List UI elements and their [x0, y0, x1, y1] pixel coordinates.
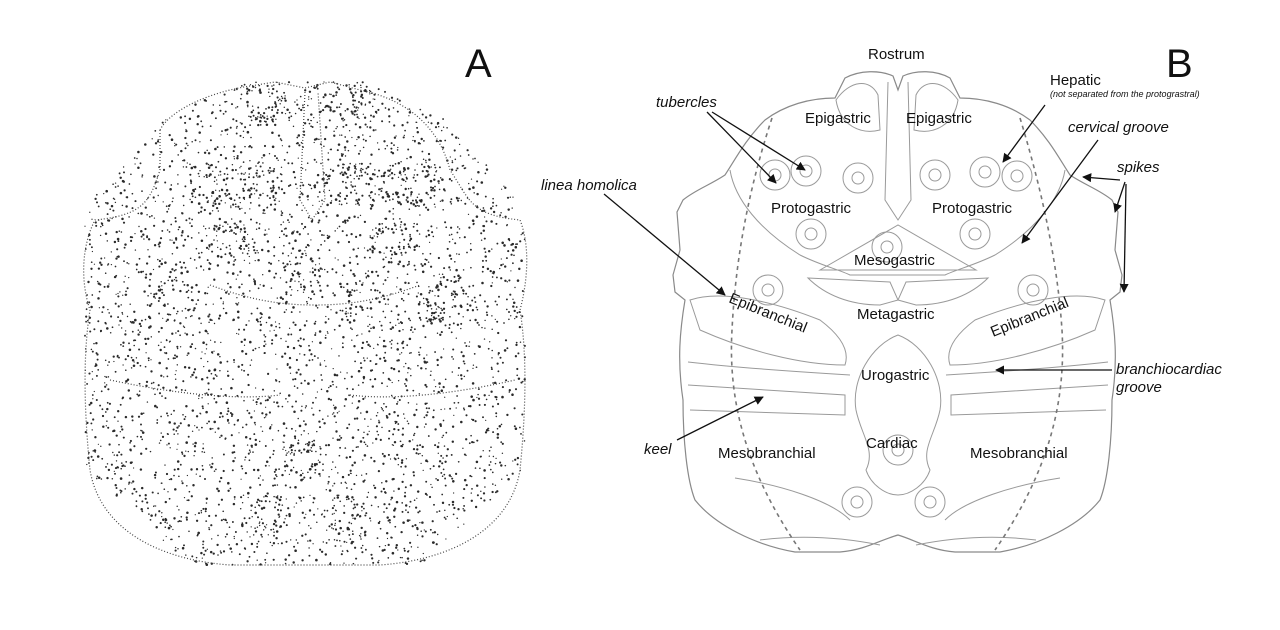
tubercle — [914, 486, 946, 518]
label-hepatic: Hepatic — [1050, 72, 1101, 89]
tubercle — [842, 162, 874, 194]
term-tubercles: tubercles — [656, 94, 717, 111]
term-keel: keel — [644, 441, 672, 458]
tubercle — [1017, 274, 1049, 306]
panel-a-rostral-ridge — [299, 91, 326, 222]
posterior-margin — [759, 536, 1037, 546]
epibranchial-left-outline — [689, 295, 847, 366]
arrow-spikes-2 — [1113, 181, 1126, 213]
tubercle — [959, 218, 991, 250]
tubercle — [795, 218, 827, 250]
urogastric-cardiac-outline — [854, 334, 942, 496]
term-cervical-groove: cervical groove — [1068, 119, 1169, 136]
keel-left — [687, 384, 846, 416]
carapace-outline — [672, 71, 1123, 553]
epigastric-right-lobe — [913, 83, 959, 132]
tubercle — [882, 434, 914, 466]
term-spikes: spikes — [1117, 159, 1160, 176]
metagastric-right — [897, 277, 990, 306]
metagastric-left — [806, 277, 899, 306]
label-epigastric-right: Epigastric — [906, 110, 972, 127]
cervical-groove-line — [729, 169, 1066, 276]
tubercle — [871, 231, 903, 263]
epigastric-left-lobe — [835, 83, 881, 132]
term-groove: groove — [1116, 379, 1162, 396]
panel-a-stipple-drawing: A — [83, 42, 528, 566]
term-branchiocardiac: branchiocardiac — [1116, 361, 1222, 378]
label-metagastric: Metagastric — [857, 306, 935, 323]
tubercle — [790, 155, 822, 187]
label-protogastric-left: Protogastric — [771, 200, 852, 217]
rostrum-ridge — [884, 81, 912, 221]
label-urogastric: Urogastric — [861, 367, 930, 384]
epibranchial-right-outline — [948, 295, 1106, 366]
panel-a-carapace-outline — [83, 81, 528, 566]
posterior-curve-left — [734, 477, 851, 521]
tubercle — [969, 156, 1001, 188]
panel-a-branchial-line — [109, 379, 516, 398]
keel-right — [950, 384, 1109, 416]
arrow-keel — [676, 396, 764, 441]
arrow-linea-homolica — [603, 193, 726, 296]
arrow-cervical-groove — [1021, 139, 1099, 244]
term-linea-homolica: linea homolica — [541, 177, 637, 194]
tubercle — [759, 159, 791, 191]
arrow-tubercles-2 — [711, 111, 806, 171]
label-hepatic-note: (not separated from the protograstral) — [1050, 89, 1200, 99]
linea-homolica-left — [730, 117, 801, 551]
branchial-groove-left — [687, 361, 851, 376]
tubercle — [752, 274, 784, 306]
stipple-dots — [84, 81, 526, 566]
label-epibranchial-left: Epibranchial — [727, 290, 810, 337]
panel-a-label: A — [465, 42, 492, 86]
label-rostrum: Rostrum — [868, 46, 925, 63]
arrow-spikes-3 — [1119, 183, 1129, 293]
label-cardiac: Cardiac — [866, 435, 918, 452]
label-mesogastric: Mesogastric — [854, 252, 935, 269]
panel-b-label: B — [1166, 42, 1193, 86]
arrow-tubercles-1 — [706, 111, 777, 184]
tubercle — [1001, 160, 1033, 192]
panel-a-cervical-line — [209, 284, 421, 306]
label-epigastric-left: Epigastric — [805, 110, 871, 127]
tubercle — [841, 486, 873, 518]
arrow-spikes-1 — [1082, 173, 1121, 183]
label-protogastric-right: Protogastric — [932, 200, 1013, 217]
tubercle-group — [752, 155, 1049, 518]
label-mesobranchial-left: Mesobranchial — [718, 445, 816, 462]
label-mesobranchial-right: Mesobranchial — [970, 445, 1068, 462]
posterior-curve-right — [944, 477, 1061, 521]
tubercle — [919, 159, 951, 191]
linea-homolica-right — [994, 117, 1064, 551]
label-epibranchial-right: Epibranchial — [988, 294, 1071, 341]
mesogastric-outline — [818, 224, 978, 271]
arrow-hepatic — [1002, 104, 1046, 163]
panel-b-line-diagram: Rostrum Epigastric Epigastric Protogastr… — [541, 42, 1222, 553]
